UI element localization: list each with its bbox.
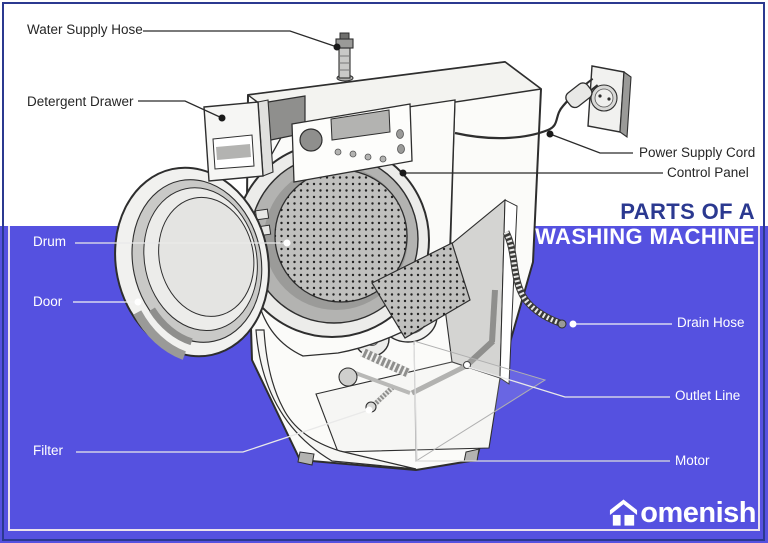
drain-hose-graphic <box>502 230 567 329</box>
leader-lines <box>73 30 672 462</box>
title-line-2: WASHING MACHINE <box>535 224 755 249</box>
door-graphic <box>114 166 270 360</box>
label-water-supply-hose: Water Supply Hose <box>27 22 143 37</box>
label-drum: Drum <box>33 234 66 249</box>
label-detergent-drawer: Detergent Drawer <box>27 94 134 109</box>
title-line-1: PARTS OF A <box>620 199 755 224</box>
water-supply-hose-graphic <box>335 32 354 82</box>
label-power-supply-cord: Power Supply Cord <box>639 145 756 160</box>
power-cord-graphic <box>454 65 632 140</box>
label-drain-hose: Drain Hose <box>677 315 745 330</box>
brand-logo: omenish <box>608 498 756 528</box>
house-icon <box>610 499 638 526</box>
page-title: PARTS OF A WASHING MACHINE <box>535 199 755 250</box>
base-rim-graphic <box>255 329 417 470</box>
detergent-drawer-graphic <box>203 95 306 182</box>
label-control-panel: Control Panel <box>667 165 749 180</box>
decorative-inset-border <box>8 226 760 531</box>
label-outlet-line: Outlet Line <box>675 388 741 403</box>
label-motor: Motor <box>675 453 710 468</box>
spring-graphic <box>360 347 410 378</box>
logo-wordmark: omenish <box>640 497 756 529</box>
label-filter: Filter <box>33 443 63 458</box>
drum-graphic <box>234 142 471 339</box>
label-door: Door <box>33 294 63 309</box>
control-panel-graphic <box>291 103 413 183</box>
